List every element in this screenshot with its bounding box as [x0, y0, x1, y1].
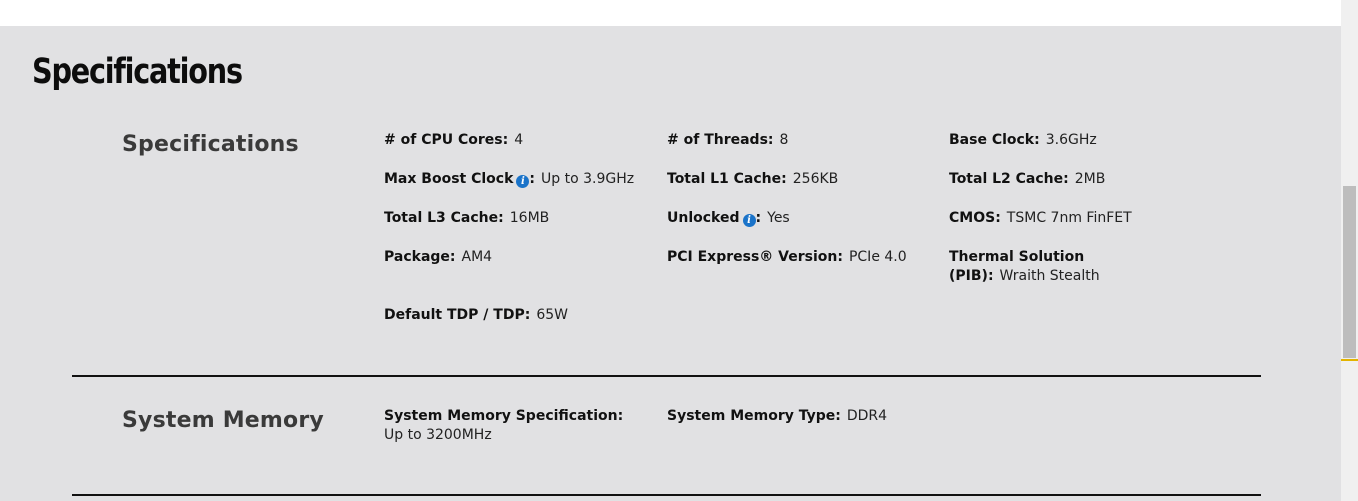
info-icon[interactable]: i — [742, 214, 756, 227]
spec-total-l3-cache: Total L3 Cache: 16MB — [384, 209, 549, 228]
spec-total-l1-cache: Total L1 Cache: 256KB — [667, 170, 838, 189]
spec-label: Package: — [384, 249, 456, 265]
section-title-system-memory: System Memory — [122, 408, 324, 433]
section-divider — [72, 375, 1261, 377]
spec-label: # of Threads: — [667, 132, 774, 148]
page-title: Specifications — [32, 52, 243, 92]
spec-thermal-solution: Thermal Solution (PIB):Wraith Stealth — [949, 248, 1179, 286]
spec-system-memory-type: System Memory Type: DDR4 — [667, 407, 887, 426]
spec-label: Total L2 Cache: — [949, 171, 1069, 187]
vertical-scrollbar[interactable] — [1341, 0, 1358, 501]
spec-value: Up to 3.9GHz — [541, 171, 635, 187]
spec-package: Package: AM4 — [384, 248, 492, 267]
spec-value: 16MB — [509, 210, 550, 226]
spec-total-l2-cache: Total L2 Cache: 2MB — [949, 170, 1179, 189]
spec-base-clock: Base Clock: 3.6GHz — [949, 131, 1179, 150]
spec-system-memory-specification: System Memory Specification: Up to 3200MH… — [384, 407, 644, 445]
section-divider — [72, 494, 1261, 496]
specs-content: Specifications Specifications # of CPU C… — [0, 26, 1341, 501]
spec-label: Total L1 Cache: — [667, 171, 787, 187]
scroll-position-marker — [1341, 359, 1358, 361]
spec-value: AM4 — [461, 249, 493, 265]
spec-label: CMOS: — [949, 210, 1001, 226]
spec-value: 256KB — [792, 171, 839, 187]
spec-label: Unlocked — [667, 210, 740, 226]
top-strip — [0, 0, 1341, 26]
spec-label: # of CPU Cores: — [384, 132, 509, 148]
spec-value: Yes — [767, 210, 790, 226]
spec-label-colon: : — [755, 210, 762, 226]
spec-value: DDR4 — [846, 408, 888, 424]
spec-label: Default TDP / TDP: — [384, 307, 531, 323]
spec-cpu-cores: # of CPU Cores: 4 — [384, 131, 523, 150]
spec-value: 4 — [514, 132, 524, 148]
spec-value: 8 — [779, 132, 789, 148]
spec-value: 3.6GHz — [1045, 132, 1097, 148]
spec-default-tdp: Default TDP / TDP: 65W — [384, 306, 568, 325]
spec-label: PCI Express® Version: — [667, 249, 843, 265]
section-title-specifications: Specifications — [122, 132, 299, 157]
info-icon[interactable]: i — [516, 175, 530, 188]
spec-cmos: CMOS: TSMC 7nm FinFET — [949, 209, 1179, 228]
spec-pci-express-version: PCI Express® Version: PCIe 4.0 — [667, 248, 907, 267]
spec-label: System Memory Type: — [667, 408, 841, 424]
spec-value: 2MB — [1074, 171, 1106, 187]
spec-label: System Memory Specification: — [384, 408, 624, 424]
spec-label: Max Boost Clock — [384, 171, 514, 187]
scrollbar-thumb[interactable] — [1343, 186, 1356, 358]
spec-label: Base Clock: — [949, 132, 1040, 148]
spec-threads: # of Threads: 8 — [667, 131, 788, 150]
spec-value: PCIe 4.0 — [848, 249, 907, 265]
spec-value: 65W — [536, 307, 568, 323]
spec-value: Up to 3200MHz — [384, 427, 492, 443]
spec-label: Total L3 Cache: — [384, 210, 504, 226]
spec-label-colon: : — [529, 171, 535, 187]
spec-value: Wraith Stealth — [999, 268, 1100, 284]
spec-value: TSMC 7nm FinFET — [1006, 210, 1132, 226]
spec-label: Thermal Solution (PIB): — [949, 249, 1085, 284]
